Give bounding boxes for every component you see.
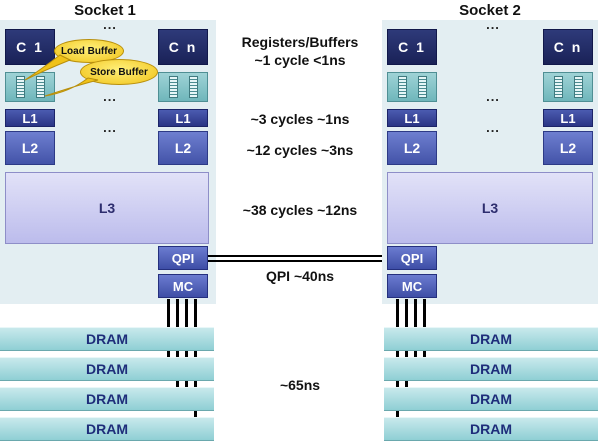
socket-1-core-1-l1: L1 — [5, 109, 55, 127]
socket-2-memory-bus — [423, 299, 426, 327]
socket-2-core-ellipsis: ... — [486, 17, 500, 32]
socket-2-qpi: QPI — [387, 246, 437, 270]
socket-2-dram-2: DRAM — [384, 357, 598, 381]
socket-1-l3-cache: L3 — [5, 172, 209, 244]
socket-2-dram-4: DRAM — [384, 417, 598, 441]
latency-registers-title: Registers/Buffers — [241, 34, 359, 50]
socket-1-memory-bus — [167, 299, 170, 327]
socket-1-core-ellipsis: ... — [103, 17, 117, 32]
socket-2-core-1-l2: L2 — [387, 131, 437, 165]
socket-1-dram-3: DRAM — [0, 387, 214, 411]
latency-dram: ~65ns — [279, 377, 321, 393]
buffer-icon — [188, 76, 198, 98]
socket-1-title: Socket 1 — [74, 2, 136, 19]
socket-2-memory-bus — [414, 299, 417, 327]
socket-2-title: Socket 2 — [459, 2, 521, 19]
socket-1-dram-2: DRAM — [0, 357, 214, 381]
socket-1-core-1-l2: L2 — [5, 131, 55, 165]
socket-1-dram-1: DRAM — [0, 327, 214, 351]
buffer-icon — [35, 76, 45, 98]
socket-1-dram-4: DRAM — [0, 417, 214, 441]
socket-2-core-n-buffers — [543, 72, 593, 102]
socket-1-memory-bus — [176, 299, 179, 327]
latency-l1: ~3 cycles ~1ns — [250, 111, 350, 127]
qpi-link-bottom — [208, 260, 388, 262]
buffer-icon — [417, 76, 427, 98]
socket-1-core-n-l2: L2 — [158, 131, 208, 165]
buffer-icon — [168, 76, 178, 98]
socket-2-core-1: C 1 — [387, 29, 437, 65]
socket-2-l1-ellipsis: ... — [486, 120, 500, 135]
socket-2-dram-3: DRAM — [384, 387, 598, 411]
socket-1-core-n-l1: L1 — [158, 109, 208, 127]
socket-2-memory-controller: MC — [387, 274, 437, 298]
buffer-icon — [573, 76, 583, 98]
socket-2-core-n-l2: L2 — [543, 131, 593, 165]
socket-1-memory-controller: MC — [158, 274, 208, 298]
socket-2-l3-cache: L3 — [387, 172, 593, 244]
latency-qpi: QPI ~40ns — [265, 268, 335, 284]
buffer-icon — [15, 76, 25, 98]
socket-2-dram-1: DRAM — [384, 327, 598, 351]
qpi-link-top — [208, 255, 388, 257]
socket-1-l1-ellipsis: ... — [103, 120, 117, 135]
socket-2-core-n-l1: L1 — [543, 109, 593, 127]
socket-1-buffer-ellipsis: ... — [103, 89, 117, 104]
socket-1-memory-bus — [194, 299, 197, 327]
socket-2-memory-bus — [405, 299, 408, 327]
socket-1-core-1: C 1 — [5, 29, 55, 65]
latency-registers: ~1 cycle <1ns — [254, 52, 346, 68]
socket-1-qpi: QPI — [158, 246, 208, 270]
socket-2-memory-bus — [396, 299, 399, 327]
socket-2-buffer-ellipsis: ... — [486, 89, 500, 104]
latency-l2: ~12 cycles ~3ns — [246, 142, 354, 158]
latency-l3: ~38 cycles ~12ns — [242, 202, 358, 218]
buffer-icon — [553, 76, 563, 98]
socket-2-core-1-buffers — [387, 72, 437, 102]
socket-2-core-n: C n — [543, 29, 593, 65]
socket-1-memory-bus — [185, 299, 188, 327]
socket-2-core-1-l1: L1 — [387, 109, 437, 127]
socket-1-core-n-buffers — [158, 72, 208, 102]
buffer-icon — [397, 76, 407, 98]
socket-1-core-n: C n — [158, 29, 208, 65]
